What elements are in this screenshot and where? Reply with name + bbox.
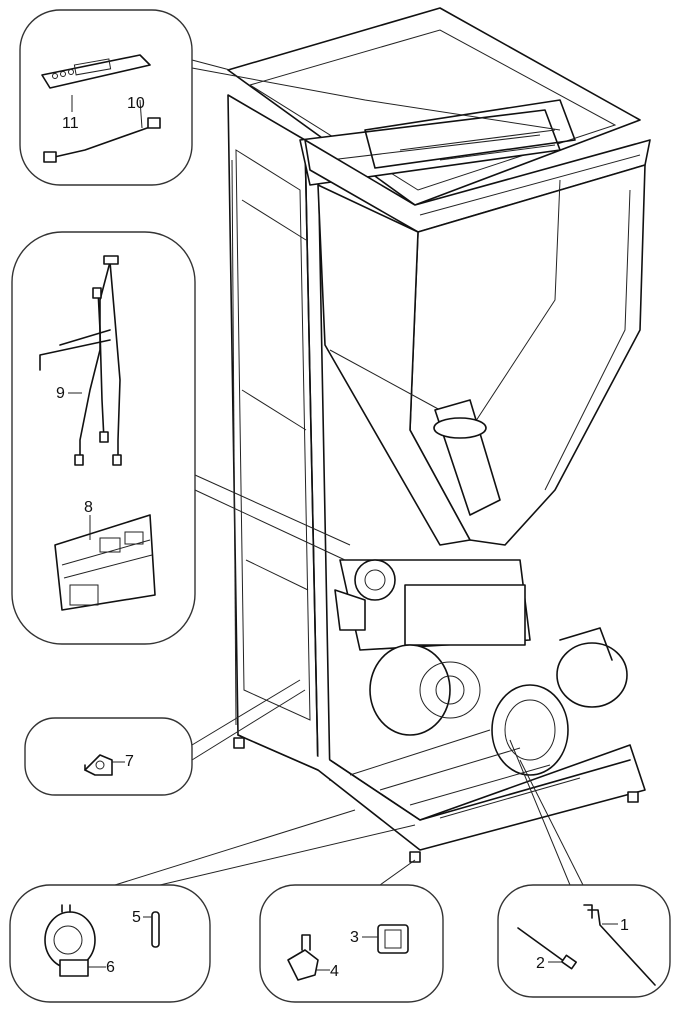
detail-bubble-3-4: 3 4 — [259, 884, 444, 1003]
callout-6: 6 — [106, 959, 115, 976]
callout-5: 5 — [132, 909, 141, 926]
callout-2: 2 — [536, 955, 545, 972]
detail-bubble-7: 7 — [24, 717, 193, 796]
callout-9: 9 — [56, 385, 65, 402]
sensor-probe-part — [151, 911, 160, 948]
pressure-switch-part — [44, 904, 96, 977]
callout-10: 10 — [127, 95, 145, 112]
switch-part — [377, 924, 409, 954]
thermostat-part — [84, 754, 113, 776]
callout-7: 7 — [125, 753, 134, 770]
display-cable-part — [49, 126, 151, 159]
detail-bubble-5-6: 6 5 — [9, 884, 211, 1003]
boiler-assembly — [227, 7, 651, 863]
callout-4: 4 — [330, 963, 339, 980]
callout-8: 8 — [84, 499, 93, 516]
detail-bubble-10-11: 10 11 — [19, 9, 193, 186]
leader-lines — [114, 59, 584, 886]
temperature-probe-part — [583, 904, 656, 986]
detail-bubble-1-2: 1 2 — [497, 884, 671, 998]
callout-11: 11 — [62, 115, 79, 132]
wiring-harness-part — [39, 255, 122, 466]
igniter-connector-part — [287, 934, 319, 981]
detail-bubble-8-9: 9 8 — [11, 231, 196, 645]
control-board-part — [54, 514, 156, 611]
igniter-rod-part — [517, 927, 578, 970]
callout-1: 1 — [620, 917, 629, 934]
callout-3: 3 — [350, 929, 359, 946]
